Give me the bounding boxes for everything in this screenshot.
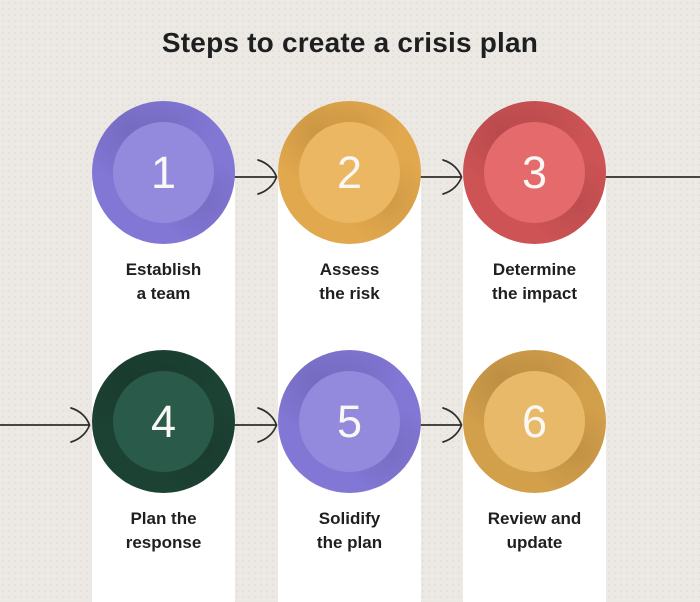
flow-arrow-1-2 [234,159,278,195]
step-1-label-line2: a team [136,284,191,303]
flow-arrow-4-5 [234,407,278,443]
step-3-label: Determine the impact [463,258,606,306]
step-5-number: 5 [336,395,363,447]
step-1-label: Establish a team [92,258,235,306]
step-5-circle: 5 [278,350,421,493]
step-1-inner-circle [113,122,214,223]
step-6-inner-circle [484,371,585,472]
step-4-label: Plan the response [92,507,235,555]
step-2-inner-circle [299,122,400,223]
step-6-circle: 6 [463,350,606,493]
step-1-circle: 1 [92,101,235,244]
step-2-label: Assess the risk [278,258,421,306]
step-6-label-line2: update [506,533,563,552]
step-3-circle: 3 [463,101,606,244]
step-4-number: 4 [150,395,177,447]
step-6-label-line1: Review and [487,509,582,528]
step-5-label-line1: Solidify [318,509,381,528]
step-5-label: Solidify the plan [278,507,421,555]
flow-arrow-2-3 [420,159,463,195]
flow-arrow-5-6 [420,407,463,443]
step-2-circle: 2 [278,101,421,244]
step-3-inner-circle [484,122,585,223]
step-3-label-line1: Determine [492,260,577,279]
page-title: Steps to create a crisis plan [161,27,539,58]
step-6-label: Review and update [463,507,606,555]
step-2-label-line2: the risk [319,284,380,303]
step-1-number: 1 [150,146,177,198]
step-2-number: 2 [336,146,363,198]
step-4-label-line2: response [125,533,202,552]
step-4-inner-circle [113,371,214,472]
step-3-number: 3 [521,146,548,198]
step-1-label-line1: Establish [125,260,202,279]
flow-arrow-enter-4 [0,407,91,443]
step-5-inner-circle [299,371,400,472]
step-4-label-line1: Plan the [130,509,197,528]
step-4-circle: 4 [92,350,235,493]
step-6-number: 6 [521,395,548,447]
step-5-label-line2: the plan [316,533,383,552]
step-3-label-line2: the impact [491,284,578,303]
step-2-label-line1: Assess [319,260,380,279]
